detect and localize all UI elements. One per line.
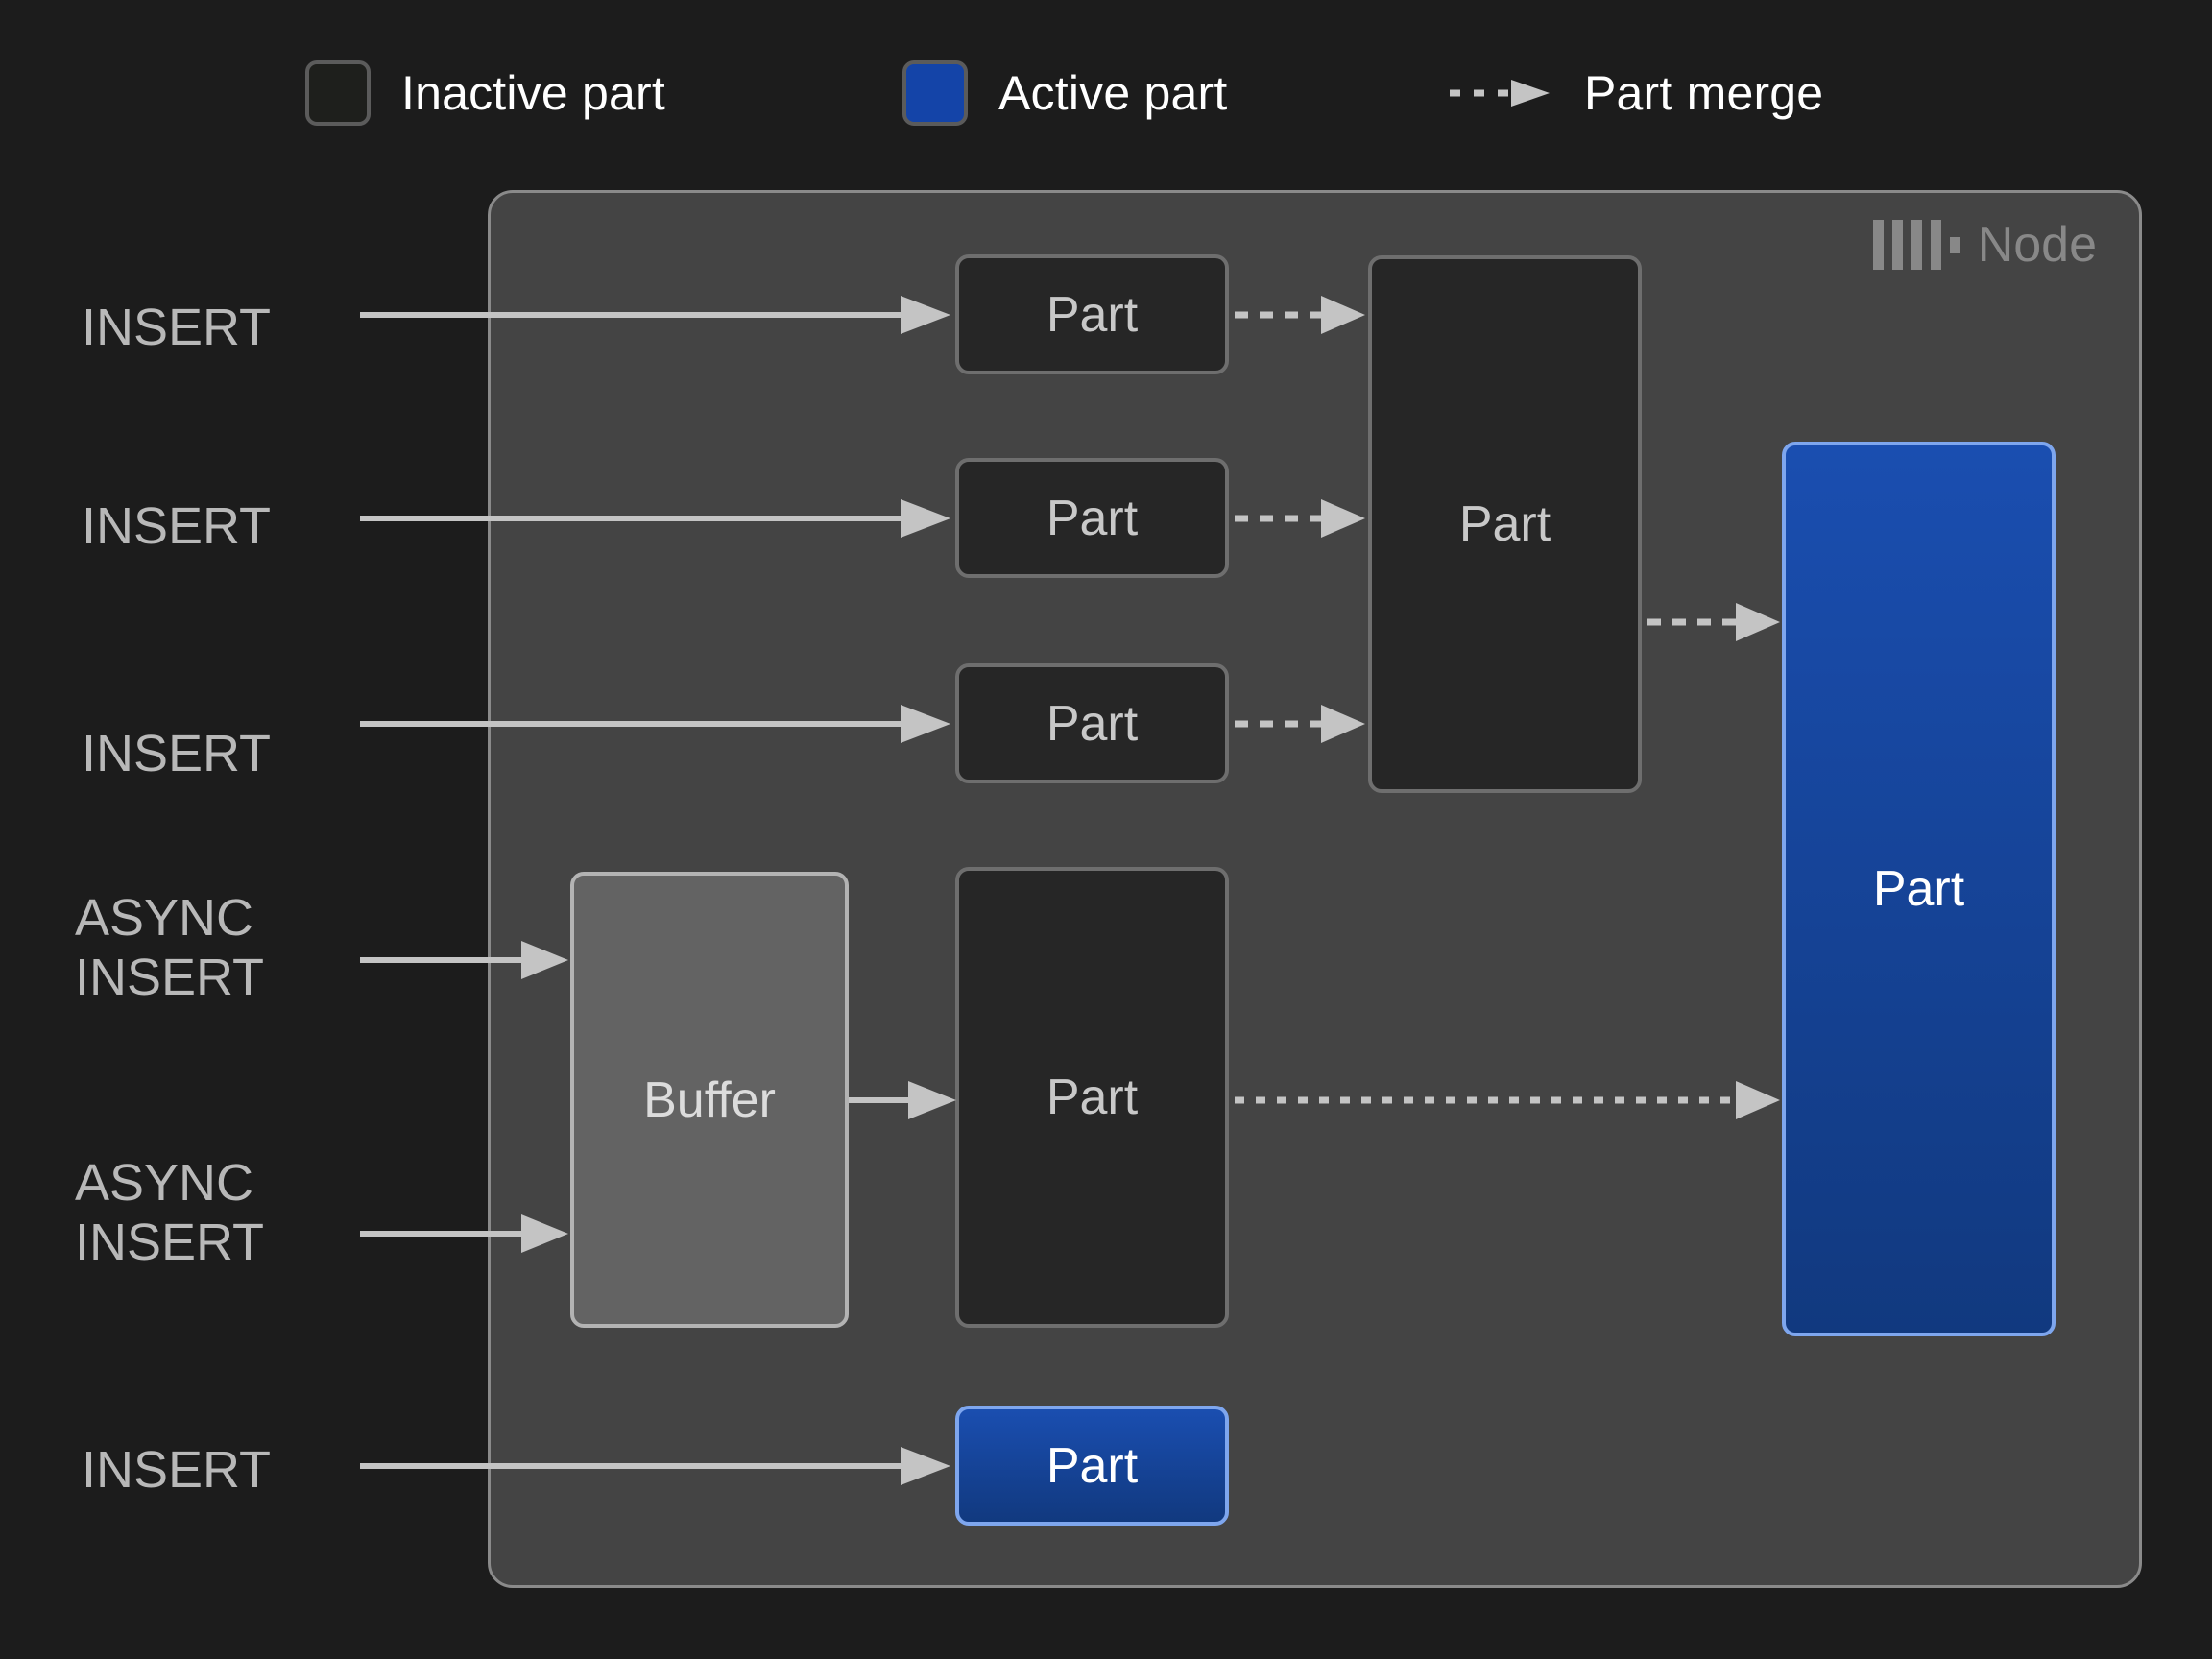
node-label: Node: [1977, 217, 2097, 273]
source-label-insert-4: INSERT: [82, 1441, 272, 1499]
part-box-row3[interactable]: Part: [955, 663, 1229, 783]
legend-label-active-part: Active part: [998, 66, 1228, 120]
part-box-from-buffer-label: Part: [1046, 1070, 1139, 1125]
part-box-row3-label: Part: [1046, 695, 1139, 752]
source-label-insert-1: INSERT: [82, 299, 272, 356]
active-part-swatch: [902, 60, 968, 126]
source-label-insert-2: INSERT: [82, 497, 272, 555]
source-label-async-insert-1: ASYNC INSERT: [75, 889, 265, 1006]
buffer-box-label: Buffer: [643, 1071, 776, 1128]
part-box-direct-insert[interactable]: Part: [955, 1406, 1229, 1526]
legend-item-inactive-part: Inactive part: [305, 50, 665, 136]
source-label-insert-3: INSERT: [82, 725, 272, 782]
part-box-merged[interactable]: Part: [1368, 255, 1642, 793]
part-box-row2[interactable]: Part: [955, 458, 1229, 578]
legend-label-part-merge: Part merge: [1584, 66, 1824, 120]
inactive-part-swatch: [305, 60, 371, 126]
part-box-merged-label: Part: [1458, 496, 1551, 552]
legend: Inactive part Active part Part merge: [0, 50, 2212, 136]
part-box-direct-insert-label: Part: [1046, 1437, 1139, 1494]
legend-label-inactive-part: Inactive part: [401, 66, 665, 120]
source-label-async-insert-2: ASYNC INSERT: [75, 1154, 265, 1271]
dashed-arrow-icon: [1448, 79, 1553, 108]
part-box-final[interactable]: Part: [1782, 442, 2056, 1336]
part-box-final-label: Part: [1872, 861, 1965, 917]
legend-item-part-merge: Part merge: [1448, 50, 1823, 136]
part-box-row1[interactable]: Part: [955, 254, 1229, 374]
buffer-box[interactable]: Buffer: [570, 872, 849, 1328]
clickhouse-logo-icon: [1872, 220, 1960, 270]
legend-item-active-part: Active part: [902, 50, 1227, 136]
node-badge: Node: [1872, 217, 2097, 273]
part-box-row1-label: Part: [1046, 286, 1139, 343]
part-box-row2-label: Part: [1046, 490, 1139, 546]
part-box-from-buffer[interactable]: Part: [955, 867, 1229, 1328]
